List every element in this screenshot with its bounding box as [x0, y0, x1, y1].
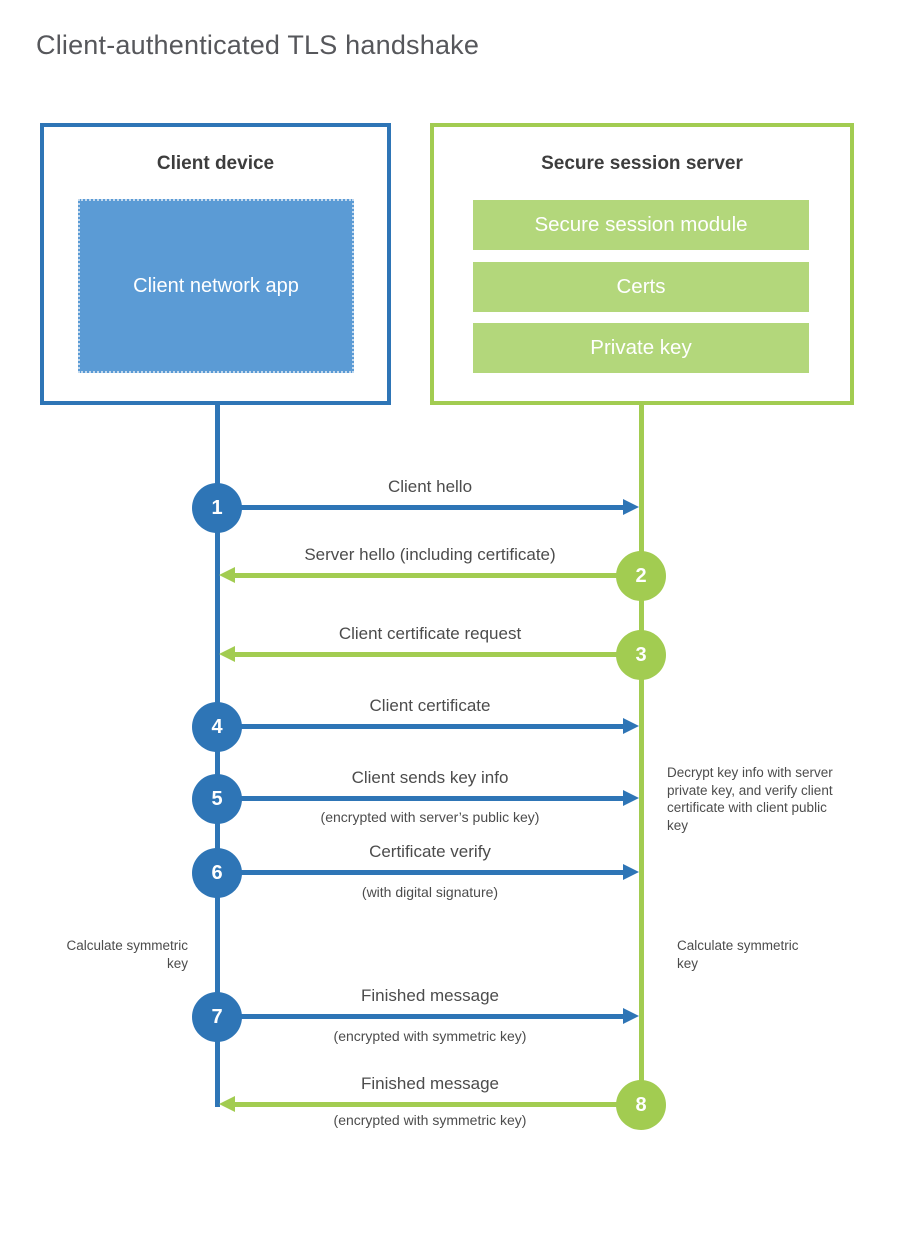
- message-1-arrow-line: [217, 505, 623, 510]
- message-5-label: Client sends key info: [351, 768, 509, 787]
- message-6-step-badge: 6: [192, 848, 242, 898]
- message-2-arrowhead-icon: [219, 567, 235, 583]
- message-8-arrowhead-icon: [219, 1096, 235, 1112]
- message-5-arrowhead-icon: [623, 790, 639, 806]
- message-3-label: Client certificate request: [338, 624, 522, 643]
- message-3-arrowhead-icon: [219, 646, 235, 662]
- client-network-app-label: Client network app: [133, 274, 299, 297]
- message-5-arrow-line: [217, 796, 623, 801]
- server-lifeline: [639, 401, 644, 1107]
- client-network-app-box: Client network app: [78, 199, 354, 373]
- message-7-label: Finished message: [361, 986, 499, 1005]
- secure-session-server-title: Secure session server: [541, 153, 743, 174]
- client-lifeline: [215, 401, 220, 1107]
- message-4-arrowhead-icon: [623, 718, 639, 734]
- message-5-step-badge: 5: [192, 774, 242, 824]
- message-6-arrow-line: [217, 870, 623, 875]
- message-2-label: Server hello (including certificate): [304, 545, 556, 564]
- message-8-step-badge: 8: [616, 1080, 666, 1130]
- message-4-arrow-line: [217, 724, 623, 729]
- message-7-arrowhead-icon: [623, 1008, 639, 1024]
- message-8-arrow-line: [235, 1102, 641, 1107]
- message-6-sublabel: (with digital signature): [361, 884, 499, 900]
- message-1-arrowhead-icon: [623, 499, 639, 515]
- server-module-certs: Certs: [473, 262, 809, 312]
- page-title: Client-authenticated TLS handshake: [36, 30, 480, 60]
- message-7-step-badge: 7: [192, 992, 242, 1042]
- message-4-step-badge: 4: [192, 702, 242, 752]
- message-2-arrow-line: [235, 573, 641, 578]
- note-decrypt-key-info: Decrypt key info with server private key…: [667, 765, 833, 833]
- message-5-sublabel: (encrypted with server’s public key): [320, 809, 540, 825]
- message-4-label: Client certificate: [369, 696, 491, 715]
- message-8-label: Finished message: [361, 1074, 499, 1093]
- message-7-sublabel: (encrypted with symmetric key): [333, 1028, 527, 1044]
- message-3-arrow-line: [235, 652, 641, 657]
- message-6-label: Certificate verify: [369, 842, 491, 861]
- message-7-arrow-line: [217, 1014, 623, 1019]
- server-module-secure-session-module: Secure session module: [473, 200, 809, 250]
- client-device-title: Client device: [156, 153, 275, 174]
- message-1-label: Client hello: [387, 477, 473, 496]
- message-3-step-badge: 3: [616, 630, 666, 680]
- message-2-step-badge: 2: [616, 551, 666, 601]
- message-6-arrowhead-icon: [623, 864, 639, 880]
- note-calculate-symmetric-key-server: Calculate symmetric key: [677, 938, 799, 971]
- message-8-sublabel: (encrypted with symmetric key): [333, 1112, 527, 1128]
- server-module-private-key: Private key: [473, 323, 809, 373]
- message-1-step-badge: 1: [192, 483, 242, 533]
- note-calculate-symmetric-key-client: Calculate symmetric key: [66, 938, 188, 971]
